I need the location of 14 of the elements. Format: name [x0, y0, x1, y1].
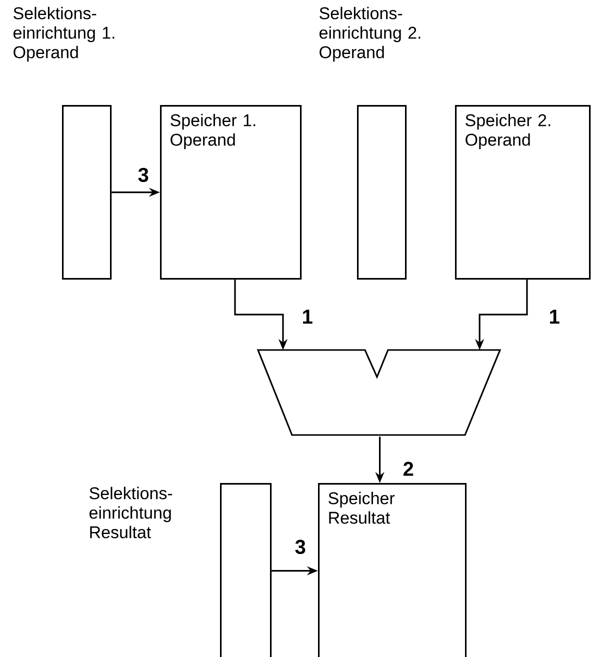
- memory-box: Speicher 1. Operand: [160, 105, 302, 280]
- edge-label: 1: [303, 310, 312, 324]
- selector-bar: Selektions- einrichtung 1. Operand: [14, 6, 114, 280]
- node-label: Selektions- einrichtung 1. Operand: [14, 6, 114, 62]
- node-label: Selektions- einrichtung Resultat: [90, 486, 172, 538]
- memory-box: Speicher 2. Operand: [455, 105, 591, 280]
- edge-label: 2: [403, 462, 414, 476]
- edge-label: 1: [550, 310, 560, 324]
- edge-label: 3: [138, 168, 148, 182]
- selector-bar: Selektions- einrichtung Resultat: [90, 483, 272, 657]
- selector-bar: Selektions- einrichtung 2. Operand: [320, 6, 420, 280]
- memory-box: Speicher Resultat: [318, 483, 467, 657]
- edge-label: 3: [295, 540, 306, 554]
- node-label: Selektions- einrichtung 2. Operand: [320, 6, 420, 62]
